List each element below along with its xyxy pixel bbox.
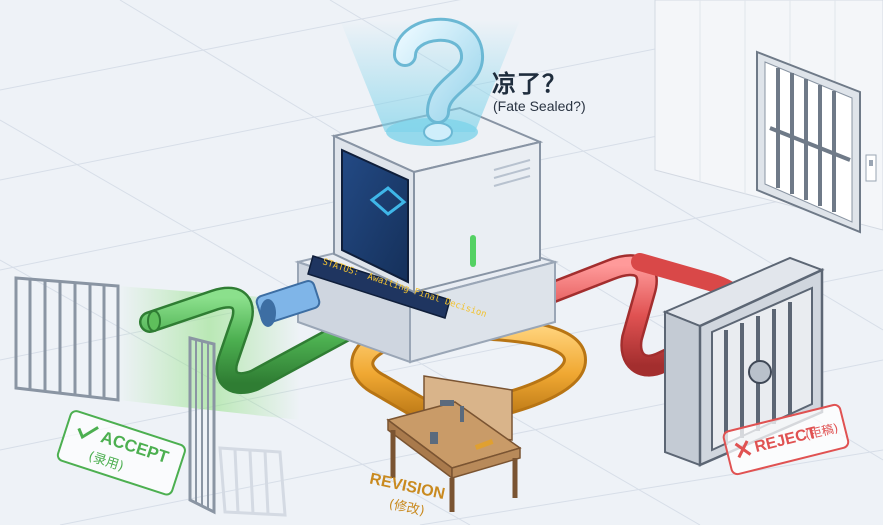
headline-subtitle: (Fate Sealed?)	[493, 98, 586, 114]
hologram-question-icon	[340, 17, 520, 146]
decision-computer	[330, 106, 544, 294]
revision-label: REVISION	[368, 471, 446, 504]
screwdriver-icon	[460, 406, 464, 422]
decision-logo-icon	[369, 186, 407, 216]
jail-window	[756, 50, 861, 234]
revision-sub-label: (修改)	[387, 497, 425, 519]
check-icon	[77, 426, 99, 440]
x-icon	[734, 440, 752, 459]
reject-stamp: REJECT (拒稿)	[722, 403, 850, 476]
tool-icon	[474, 439, 494, 450]
revision-workbench	[386, 375, 522, 512]
blue-connector	[255, 279, 321, 327]
wrench-icon	[440, 400, 454, 406]
vault-dial-icon	[748, 360, 772, 384]
hammer-icon	[430, 432, 438, 444]
headline-title: 凉了？	[492, 70, 567, 98]
reject-vault	[662, 256, 825, 467]
revision-label-group: REVISION (修改)	[368, 471, 446, 520]
accept-stamp: ACCEPT (录用)	[56, 410, 186, 496]
status-led	[470, 235, 476, 267]
